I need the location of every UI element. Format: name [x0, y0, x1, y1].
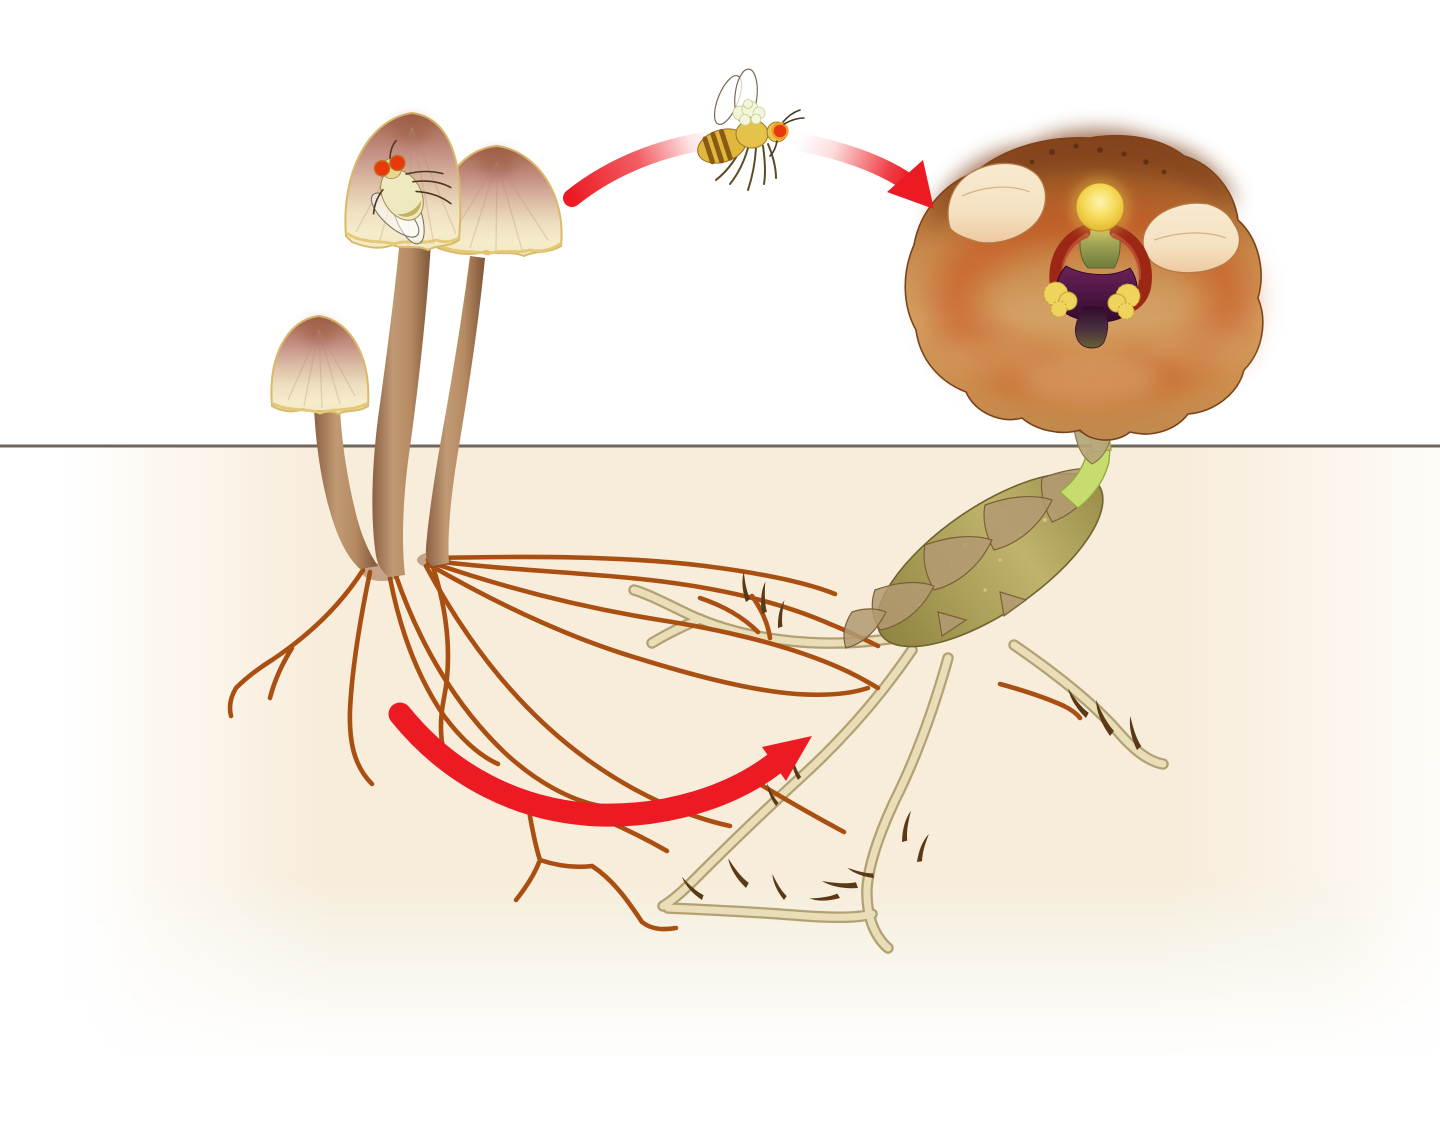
mushroom-cluster [270, 111, 563, 581]
flower-pollinia [1043, 281, 1141, 320]
fly-abdomen [697, 128, 747, 165]
pollination-arrow [563, 131, 934, 209]
flower-column [1043, 177, 1152, 349]
flower-top-spots [1029, 143, 1167, 175]
mushroom-cap-right [436, 144, 563, 258]
mushroom-stems [314, 238, 485, 581]
fly-thorax [735, 119, 769, 149]
fly-eye [389, 154, 406, 172]
fly-eye [373, 160, 391, 177]
flower-petal-left [947, 162, 1047, 244]
orchid-flower [904, 130, 1264, 441]
flying-fly-with-pollen [697, 68, 805, 191]
flower-yellow-knob [1075, 182, 1125, 232]
pollen-mass [732, 99, 766, 126]
mushroom-cap-small [270, 314, 370, 416]
flower-petal-right [1142, 202, 1241, 274]
fly-eye [771, 122, 789, 140]
fly-on-mushroom-cap [370, 139, 452, 245]
orchid-tuber [843, 467, 1105, 649]
flower-tongue [1074, 305, 1109, 349]
nutrient-transfer-arrow [388, 702, 812, 827]
